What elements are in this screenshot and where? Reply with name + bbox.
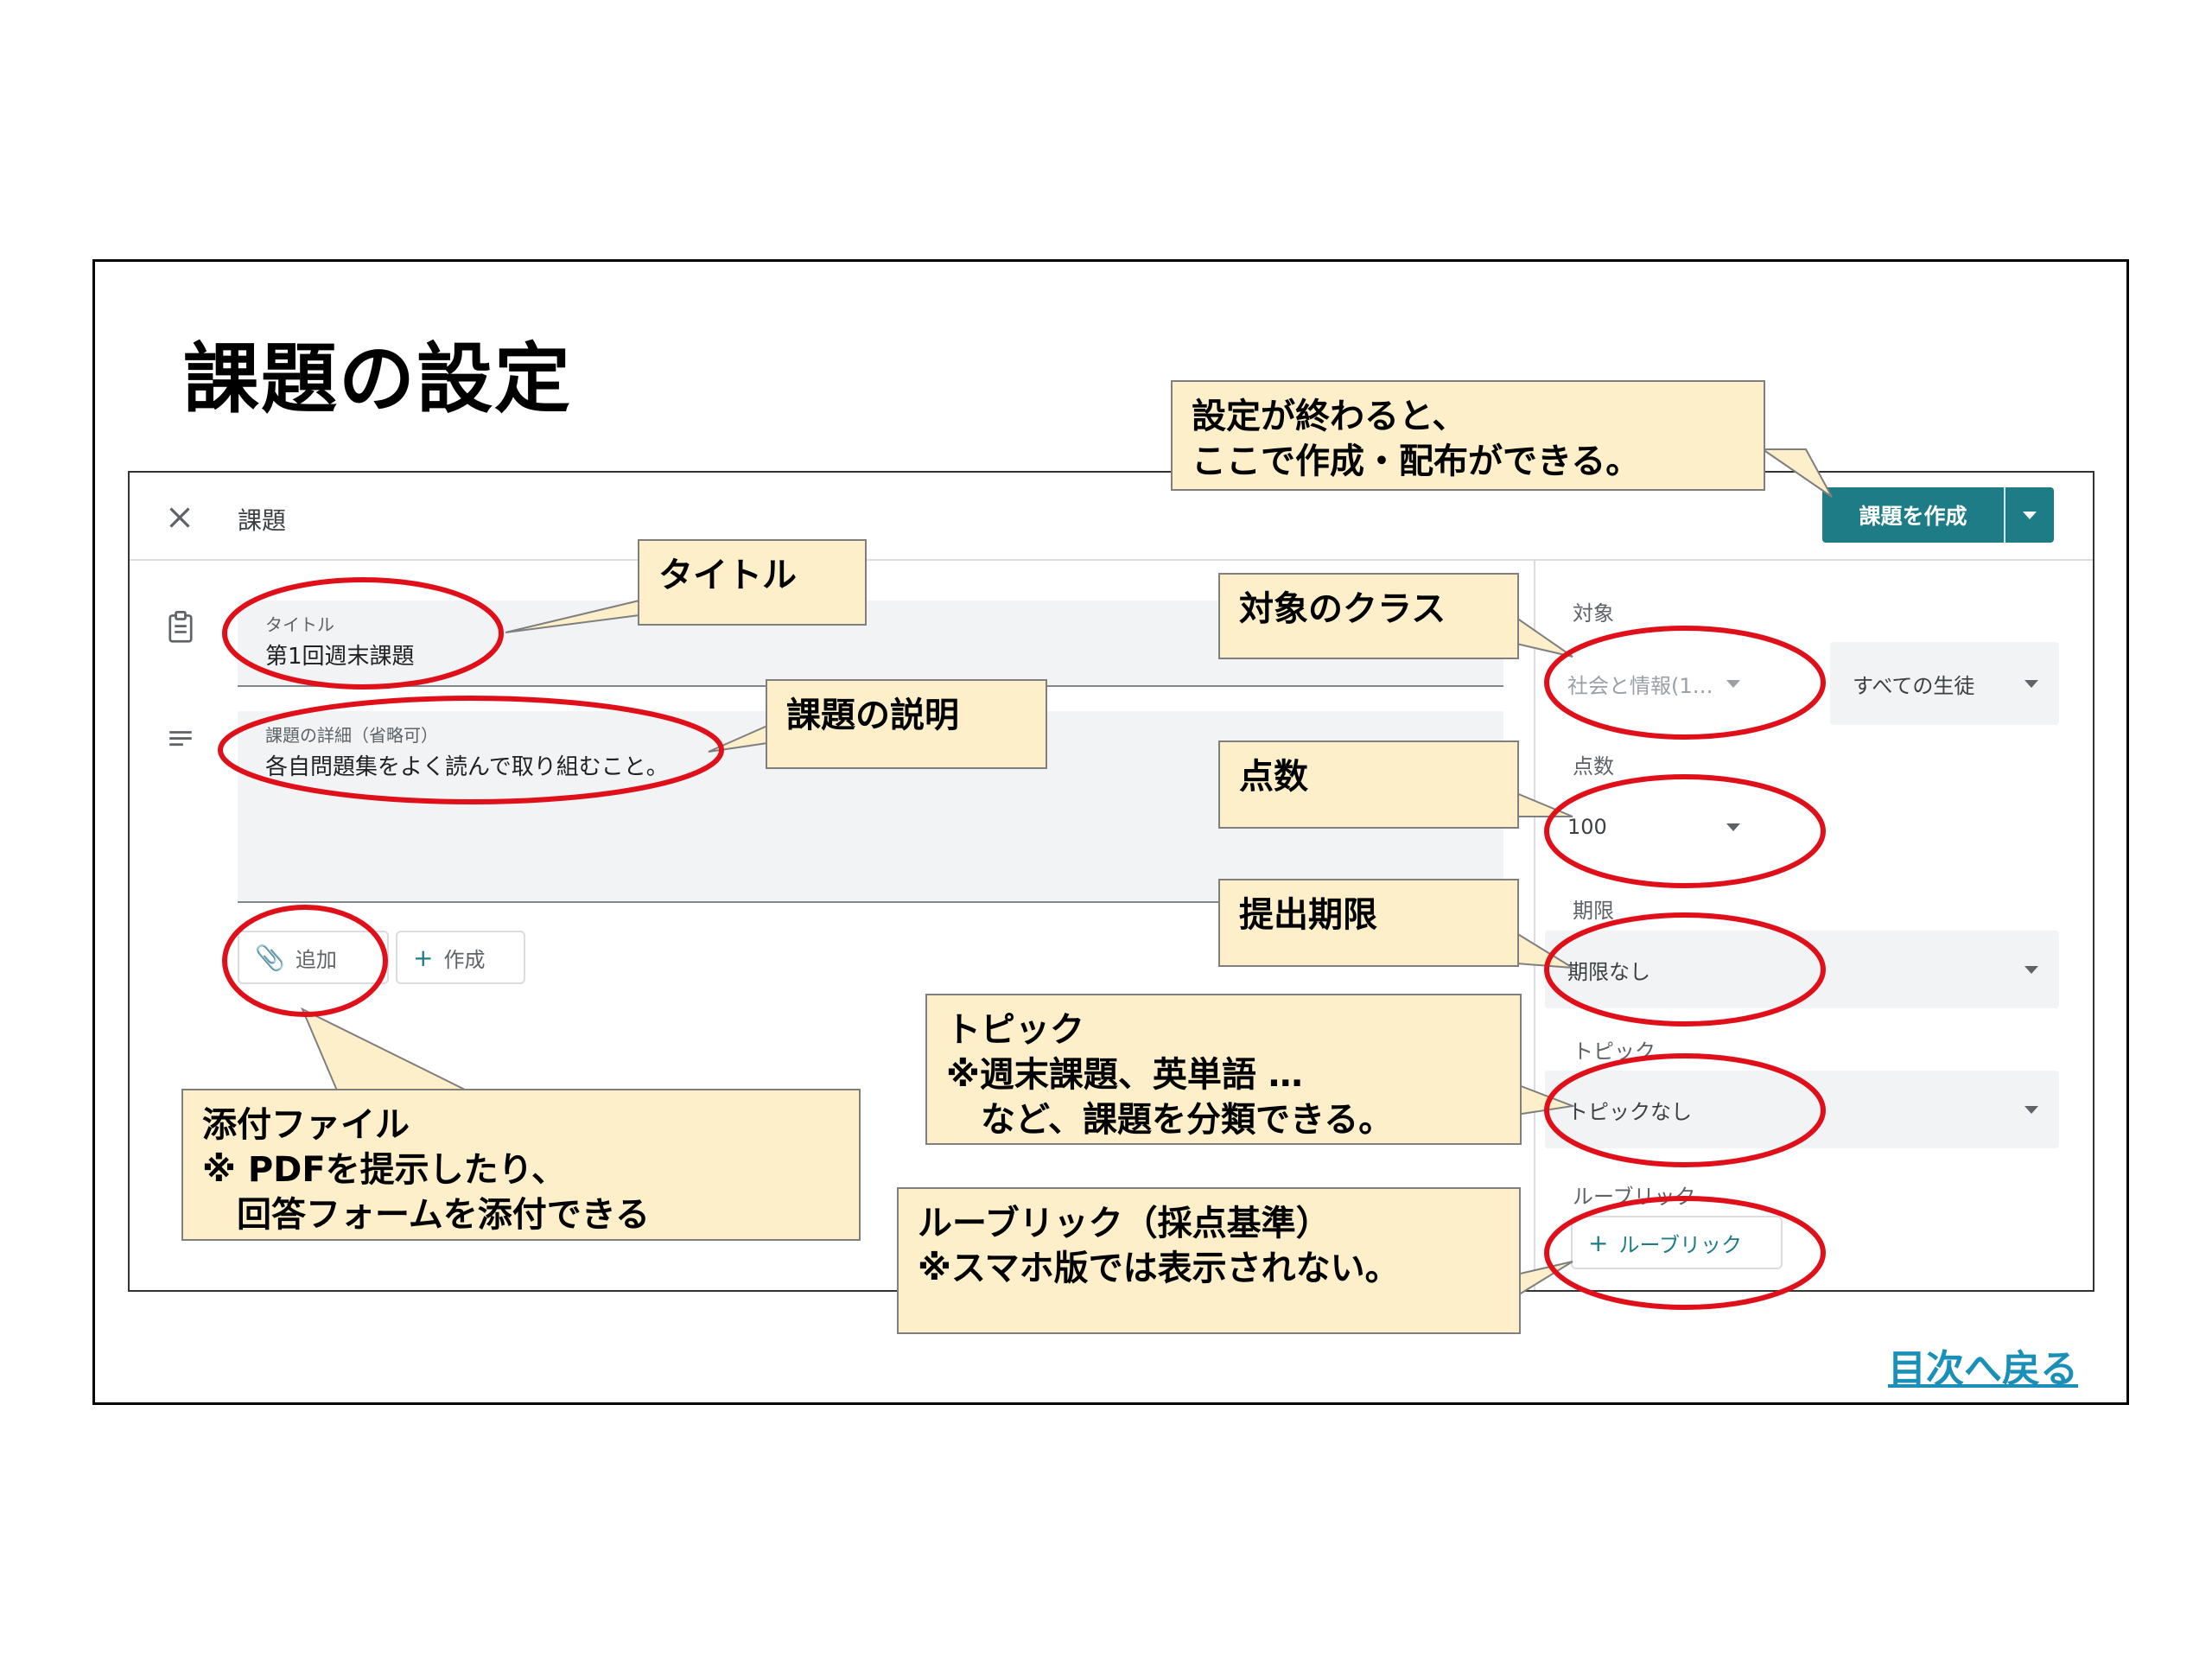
plus-icon: +: [1588, 1228, 1609, 1257]
create-attachment-button[interactable]: + 作成: [396, 931, 525, 984]
students-select-value: すべての生徒: [1853, 673, 1975, 698]
plus-icon: +: [413, 943, 434, 972]
callout-due: 提出期限: [1218, 879, 1519, 967]
callout-class: 対象のクラス: [1218, 573, 1519, 659]
callout-topic: トピック ※週末課題、英単語 … など、課題を分類できる。: [925, 994, 1522, 1145]
callout-title: タイトル: [638, 539, 867, 626]
slide-title: 課題の設定: [183, 334, 573, 423]
create-options-button[interactable]: [2005, 487, 2054, 543]
dropdown-caret-icon: [2023, 511, 2037, 519]
topic-select-value: トピックなし: [1567, 1099, 1692, 1124]
paperclip-icon: 📎: [255, 943, 285, 972]
points-select[interactable]: 100: [1545, 785, 1757, 868]
points-select-value: 100: [1567, 815, 1607, 839]
create-attachment-label: 作成: [443, 947, 486, 972]
add-attachment-label: 追加: [295, 947, 337, 972]
dropdown-caret-icon: [2024, 680, 2038, 688]
due-label: 期限: [1573, 899, 1614, 923]
topic-select[interactable]: トピックなし: [1545, 1071, 2059, 1148]
button-divider: [2004, 487, 2005, 543]
add-attachment-button[interactable]: 📎 追加: [238, 931, 389, 984]
details-field-label: 課題の詳細（省略可）: [265, 725, 438, 746]
back-to-toc-link[interactable]: 目次へ戻る: [1888, 1347, 2078, 1391]
notes-icon: [169, 731, 192, 747]
callout-points: 点数: [1218, 741, 1519, 829]
details-field-underline: [238, 901, 1503, 903]
add-rubric-label: ルーブリック: [1618, 1232, 1743, 1257]
window-title: 課題: [238, 506, 287, 535]
clipboard-icon: [168, 611, 193, 643]
right-panel-divider: [1534, 561, 1535, 1290]
create-assignment-button[interactable]: 課題を作成: [1822, 487, 2004, 543]
due-select-value: 期限なし: [1567, 959, 1650, 984]
dropdown-caret-icon: [1726, 823, 1740, 831]
rubric-label: ルーブリック: [1573, 1185, 1696, 1209]
close-icon[interactable]: [164, 502, 195, 533]
topbar-divider: [130, 559, 2093, 561]
for-label: 対象: [1573, 601, 1614, 626]
title-field-label: タイトル: [265, 614, 334, 635]
students-select[interactable]: すべての生徒: [1830, 642, 2059, 725]
callout-description: 課題の説明: [766, 679, 1047, 769]
due-select[interactable]: 期限なし: [1545, 931, 2059, 1008]
class-select-value: 社会と情報(1…: [1567, 673, 1713, 698]
dropdown-caret-icon: [2024, 966, 2038, 974]
callout-attachment: 添付ファイル ※ PDFを提示したり、 回答フォームを添付できる: [181, 1089, 861, 1241]
points-label: 点数: [1573, 754, 1614, 779]
class-select[interactable]: 社会と情報(1…: [1545, 642, 1757, 725]
dropdown-caret-icon: [2024, 1106, 2038, 1114]
topic-label: トピック: [1573, 1039, 1656, 1064]
add-rubric-button[interactable]: + ルーブリック: [1571, 1216, 1783, 1269]
dropdown-caret-icon: [1726, 680, 1740, 688]
title-field-value: 第1回週末課題: [265, 644, 415, 670]
slide-frame: [92, 259, 2129, 1405]
callout-create: 設定が終わると、 ここで作成・配布ができる。: [1171, 380, 1765, 491]
callout-rubric: ルーブリック（採点基準） ※スマホ版では表示されない。: [897, 1187, 1521, 1334]
details-field-value: 各自問題集をよく読んで取り組むこと。: [265, 754, 669, 780]
